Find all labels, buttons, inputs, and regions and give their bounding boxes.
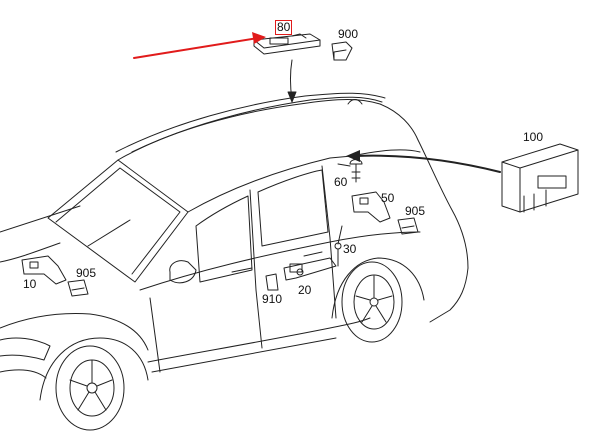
leader-lines: [287, 59, 501, 245]
car-body-outline: [0, 92, 469, 431]
callout-20: 20: [298, 283, 312, 297]
callout-60: 60: [334, 175, 348, 189]
callout-10: 10: [23, 277, 37, 291]
callout-100: 100: [523, 130, 544, 144]
part-905-right-connector: [397, 217, 419, 235]
part-50-door-module: [351, 191, 391, 223]
part-905-left-connector: [67, 279, 89, 297]
red-annotation-arrow: [133, 32, 266, 59]
callout-900: 900: [338, 27, 359, 41]
callout-910: 910: [262, 292, 283, 306]
part-60-clip: [349, 159, 363, 183]
callout-50: 50: [381, 191, 395, 205]
part-910-connector: [265, 273, 279, 291]
part-20-door-module: [283, 257, 337, 281]
callout-30: 30: [343, 242, 357, 256]
part-100-control-unit: [501, 143, 579, 213]
callout-80: 80: [275, 20, 293, 35]
part-10-front-module: [21, 255, 67, 285]
part-900-connector: [331, 41, 353, 61]
part-30-screw: [334, 242, 342, 267]
callout-905-left: 905: [76, 266, 97, 280]
callout-905-right: 905: [405, 204, 426, 218]
